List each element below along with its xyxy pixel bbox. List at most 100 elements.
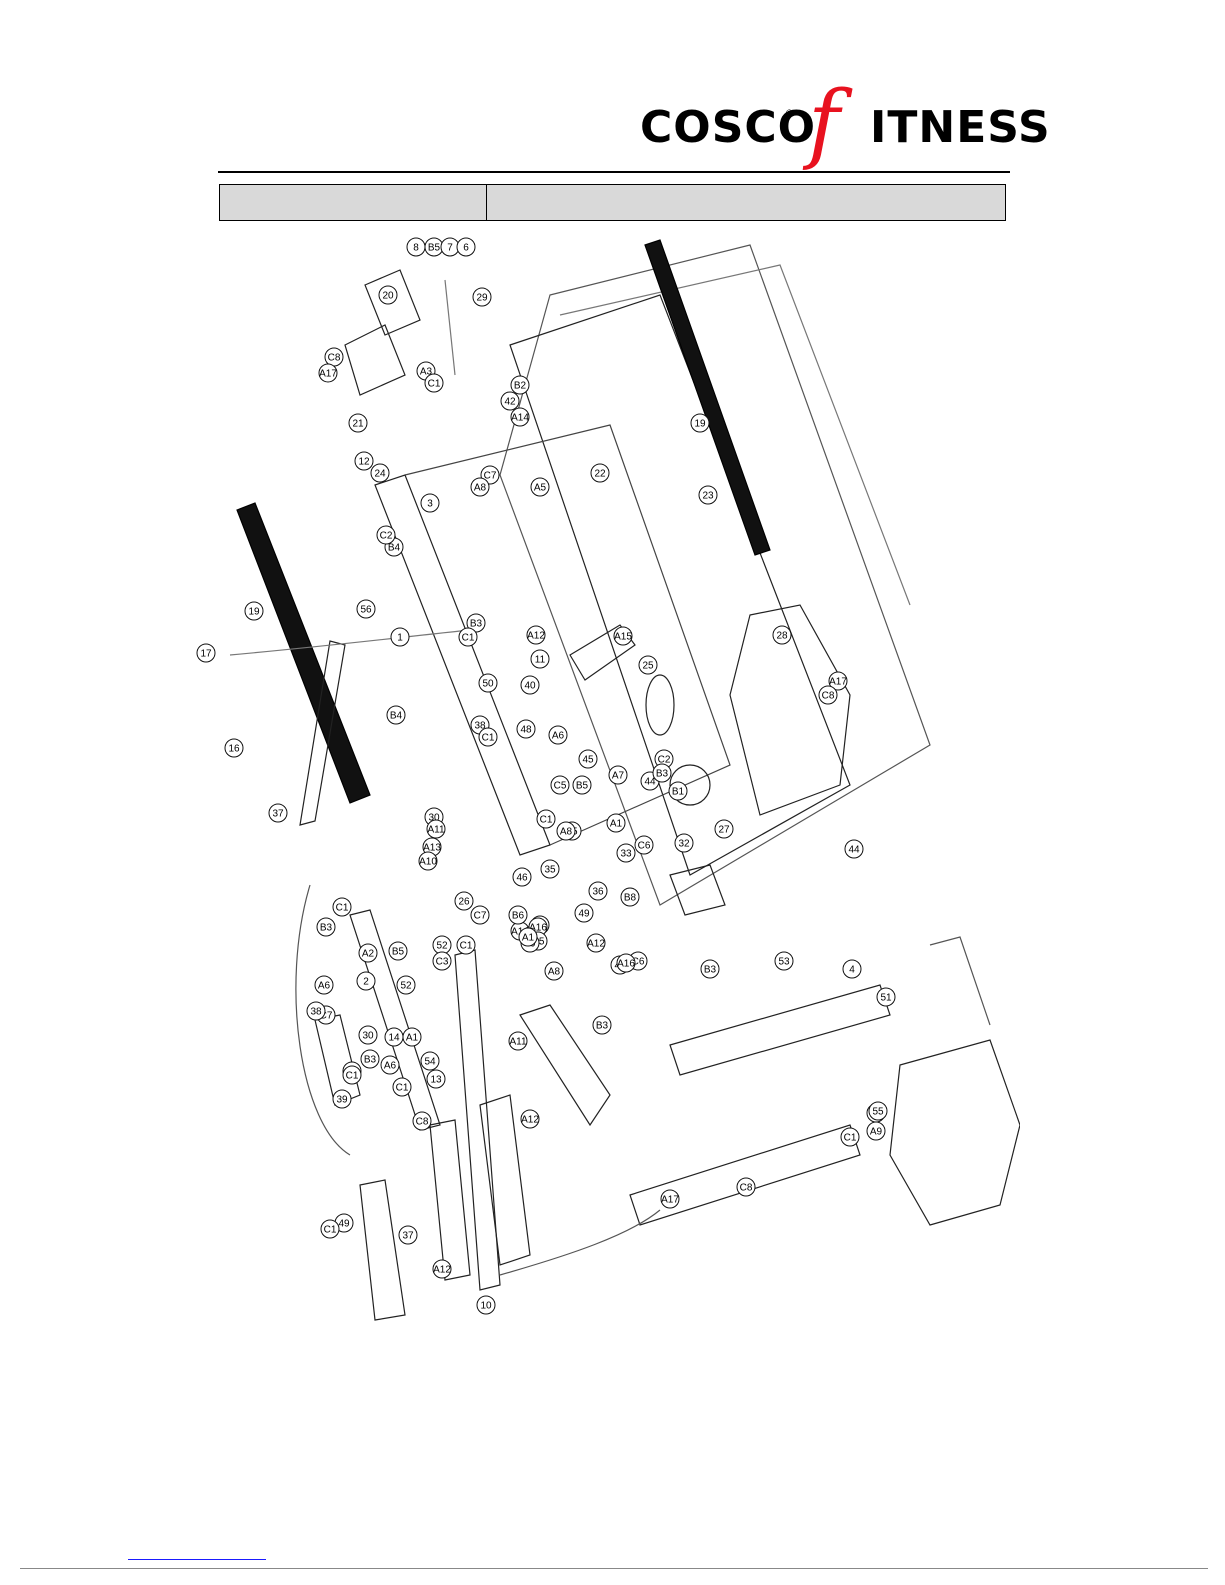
part-callout: 50 (478, 673, 498, 693)
part-callout: A16 (616, 953, 636, 973)
part-callout: 17 (196, 643, 216, 663)
cosco-fitness-logo: COSCO ® f ITNESS (640, 80, 1050, 170)
part-callout: 6 (456, 237, 476, 257)
part-callout-label: 28 (776, 631, 788, 642)
part-callout: 39 (332, 1089, 352, 1109)
part-callout-label: C5 (554, 781, 567, 792)
part-callout-label: A17 (661, 1195, 679, 1206)
part-callout-label: 32 (678, 839, 690, 850)
part-callout: 19 (244, 601, 264, 621)
part-callout-label: 40 (524, 681, 536, 692)
part-callout: 26 (454, 891, 474, 911)
part-callout: 38 (306, 1001, 326, 1021)
part-callout: 4 (842, 959, 862, 979)
part-callout-label: A7 (612, 771, 625, 782)
part-callout-label: 3 (427, 499, 433, 510)
part-callout-label: A16 (529, 923, 547, 934)
part-callout: 28 (772, 625, 792, 645)
part-callout-label: A16 (617, 959, 635, 970)
part-callout-label: 53 (778, 957, 790, 968)
part-callout: 7 (440, 237, 460, 257)
part-callout-label: 48 (520, 725, 532, 736)
part-callout: 3 (420, 493, 440, 513)
part-callout-label: 37 (272, 809, 284, 820)
part-callout-label: 38 (310, 1007, 322, 1018)
part-callout: 40 (520, 675, 540, 695)
part-callout-label: C8 (328, 353, 341, 364)
part-callout: A5 (530, 477, 550, 497)
footer-link[interactable] (128, 1558, 266, 1560)
part-callout-label: A11 (427, 825, 444, 836)
part-callout-label: C1 (324, 1225, 337, 1236)
part-callout: 12 (354, 451, 374, 471)
part-callout-label: B5 (392, 947, 405, 958)
part-callout-label: C6 (638, 841, 651, 852)
part-callout-label: 7 (447, 243, 453, 254)
part-callout-label: C3 (436, 957, 449, 968)
part-callout-label: 21 (352, 419, 364, 430)
part-callout: B5 (572, 775, 592, 795)
part-callout: 14 (384, 1027, 404, 1047)
part-callout-label: A14 (511, 413, 529, 424)
part-callout: A1 (402, 1027, 422, 1047)
part-callout-label: C1 (346, 1071, 359, 1082)
part-callout: 53 (774, 951, 794, 971)
part-callout-label: 10 (480, 1301, 492, 1312)
part-callout-label: 24 (374, 469, 386, 480)
part-callout-label: A3 (420, 367, 433, 378)
part-callout-label: A12 (527, 631, 545, 642)
part-callout-label: 38 (474, 721, 486, 732)
part-callout: 44 (844, 839, 864, 859)
part-callout: A6 (380, 1055, 400, 1075)
part-callout: 54 (420, 1051, 440, 1071)
part-callout: B3 (592, 1015, 612, 1035)
part-callout-label: C1 (844, 1133, 857, 1144)
part-callout-label: 33 (620, 849, 632, 860)
part-callout: A9 (866, 1121, 886, 1141)
part-callout: A2 (358, 943, 378, 963)
part-callout-label: C1 (482, 733, 495, 744)
logo-text-cosco: COSCO (640, 102, 817, 153)
part-callout: A12 (526, 625, 546, 645)
part-callout: 32 (674, 833, 694, 853)
part-callout: A8 (556, 821, 576, 841)
part-callout-label: C1 (462, 633, 475, 644)
part-callout-label: B3 (596, 1021, 609, 1032)
part-callout: 25 (638, 655, 658, 675)
part-callout: 35 (540, 859, 560, 879)
footer-rule (20, 1568, 1208, 1569)
part-callout: B5 (388, 941, 408, 961)
part-callout: 33 (616, 843, 636, 863)
part-callout: C5 (550, 775, 570, 795)
part-callout-label: B3 (656, 769, 669, 780)
part-callout: 30 (358, 1025, 378, 1045)
part-callout: 49 (574, 903, 594, 923)
header-bar-left-cell (220, 185, 487, 220)
part-callout: 48 (516, 719, 536, 739)
part-callout-label: C1 (428, 379, 441, 390)
part-callout: A8 (544, 961, 564, 981)
part-callout-label: 49 (338, 1219, 350, 1230)
part-callout: C1 (840, 1127, 860, 1147)
part-callout-label: 2 (363, 977, 369, 988)
part-callout: A1 (606, 813, 626, 833)
part-callout-label: 46 (516, 873, 528, 884)
part-callout: A17 (828, 671, 848, 691)
part-callout-label: A13 (423, 843, 441, 854)
part-callout-label: C1 (540, 815, 553, 826)
part-callout: C1 (458, 627, 478, 647)
part-callout: 10 (476, 1295, 496, 1315)
part-callout-label: 35 (544, 865, 556, 876)
part-callout-label: A12 (521, 1115, 539, 1126)
part-callout-label: C2 (380, 531, 393, 542)
part-callout-label: A1 (610, 819, 623, 830)
part-callout-label: B3 (364, 1055, 377, 1066)
part-callout-label: A6 (552, 731, 565, 742)
part-callout: B1 (668, 781, 688, 801)
part-callout-label: A5 (534, 483, 547, 494)
part-callout: A12 (520, 1109, 540, 1129)
part-callout: A14 (510, 407, 530, 427)
part-callout: C1 (478, 727, 498, 747)
part-callout: C8 (324, 347, 344, 367)
part-callout: A8 (470, 477, 490, 497)
